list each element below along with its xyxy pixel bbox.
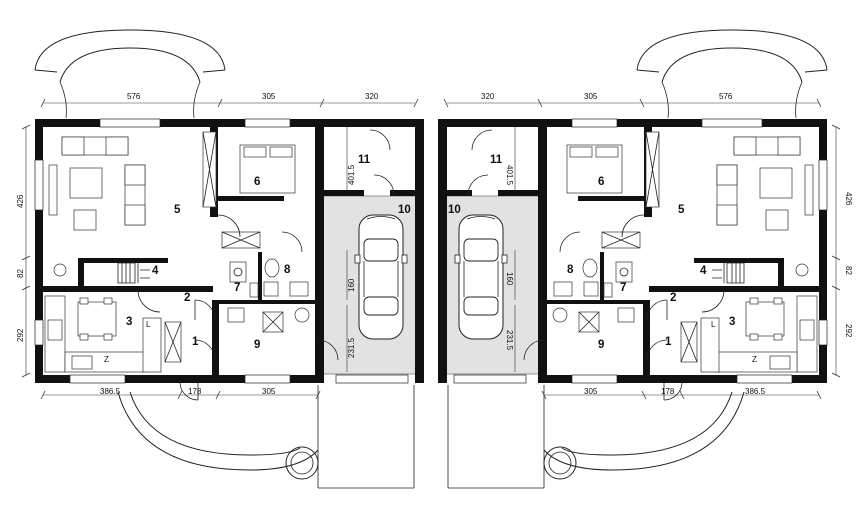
svg-text:231.5: 231.5 xyxy=(505,330,514,351)
room-label: 1 xyxy=(665,336,672,348)
room-label: 5 xyxy=(678,204,685,216)
side-dimensions: 426 82 292 426 82 292 xyxy=(16,192,853,342)
svg-text:Z: Z xyxy=(752,355,757,364)
right-room-labels: 1 2 3 4 5 6 7 8 9 10 11 xyxy=(448,154,735,351)
svg-text:160: 160 xyxy=(505,272,514,286)
svg-text:320: 320 xyxy=(481,92,495,101)
svg-text:576: 576 xyxy=(719,92,733,101)
left-room-labels: 1 2 3 4 5 6 7 8 9 10 11 xyxy=(126,154,411,351)
svg-text:305: 305 xyxy=(584,387,598,396)
svg-text:305: 305 xyxy=(262,387,276,396)
svg-text:292: 292 xyxy=(16,328,25,342)
svg-text:386.5: 386.5 xyxy=(100,387,121,396)
svg-text:160: 160 xyxy=(347,278,356,292)
room-label: 6 xyxy=(254,176,260,188)
room-label: 7 xyxy=(234,282,240,294)
svg-text:178: 178 xyxy=(188,387,202,396)
room-label: 10 xyxy=(448,204,461,216)
room-label: 4 xyxy=(152,265,159,277)
room-label: 10 xyxy=(398,204,411,216)
svg-text:401.5: 401.5 xyxy=(505,165,514,186)
svg-text:L: L xyxy=(711,320,716,329)
room-label: 4 xyxy=(700,265,707,277)
svg-text:576: 576 xyxy=(127,92,141,101)
top-dimensions: 576 305 320 320 305 576 xyxy=(127,92,733,101)
svg-text:386.5: 386.5 xyxy=(745,387,766,396)
room-label: 6 xyxy=(598,176,604,188)
room-label: 2 xyxy=(670,292,676,304)
room-label: 3 xyxy=(126,316,132,328)
room-label: 11 xyxy=(490,154,503,166)
svg-text:82: 82 xyxy=(16,269,25,278)
bottom-dimensions: 386.5 178 305 305 178 386.5 xyxy=(100,387,766,396)
room-label: 8 xyxy=(284,264,291,276)
svg-text:320: 320 xyxy=(365,92,379,101)
svg-text:292: 292 xyxy=(844,324,853,338)
room-label: 7 xyxy=(620,282,626,294)
svg-text:426: 426 xyxy=(844,192,853,206)
kitchen-symbols: L Z L Z xyxy=(104,320,757,364)
room-label: 11 xyxy=(358,154,371,166)
svg-text:L: L xyxy=(146,320,151,329)
garage-dimensions: 401.5 160 231.5 401.5 160 231.5 xyxy=(347,164,514,358)
svg-text:426: 426 xyxy=(16,194,25,208)
room-label: 2 xyxy=(184,292,190,304)
room-label: 9 xyxy=(598,339,604,351)
room-label: 5 xyxy=(174,204,181,216)
right-unit xyxy=(438,30,840,488)
svg-text:Z: Z xyxy=(104,355,109,364)
svg-text:305: 305 xyxy=(584,92,598,101)
left-unit xyxy=(22,30,424,488)
room-label: 8 xyxy=(567,264,574,276)
svg-text:231.5: 231.5 xyxy=(347,337,356,358)
room-label: 3 xyxy=(729,316,735,328)
room-label: 1 xyxy=(192,336,199,348)
room-label: 9 xyxy=(254,339,260,351)
svg-text:82: 82 xyxy=(844,266,853,275)
svg-text:401.5: 401.5 xyxy=(347,164,356,185)
svg-text:178: 178 xyxy=(661,387,675,396)
svg-text:305: 305 xyxy=(262,92,276,101)
